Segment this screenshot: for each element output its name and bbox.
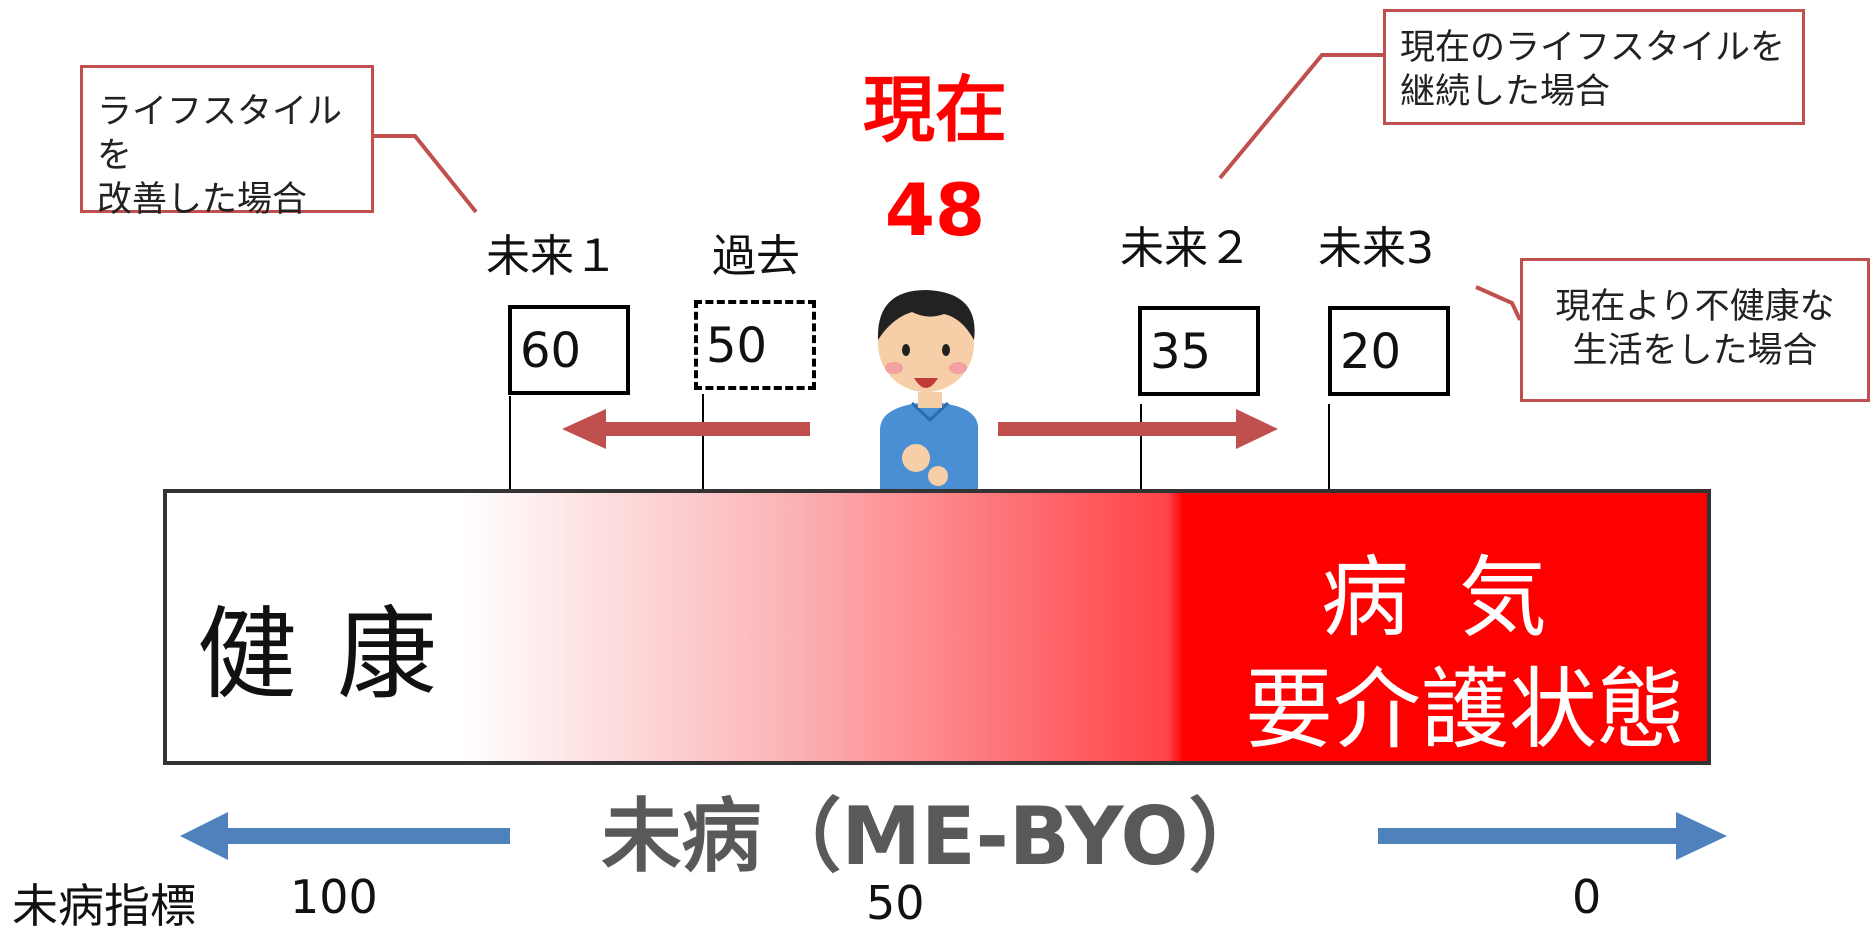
score-box-future3: 20 xyxy=(1328,306,1450,396)
callout-improve-line2: 改善した場合 xyxy=(97,180,308,220)
axis-value-middle: 50 xyxy=(866,876,925,930)
callout-unhealthy-connector xyxy=(1475,285,1522,321)
callout-continue-line2: 継続した場合 xyxy=(1400,72,1611,112)
callout-improve-connector xyxy=(374,134,478,214)
arrow-right xyxy=(998,409,1278,449)
score-box-future2: 35 xyxy=(1138,306,1260,396)
health-scale-bar: 健康 病気 要介護状態 xyxy=(163,489,1711,765)
current-value: 48 xyxy=(884,168,986,252)
mebyo-title: 未病（ME-BYO） xyxy=(601,790,1269,883)
disease-label: 病気 xyxy=(1320,546,1597,649)
marker-label-past: 過去 xyxy=(712,231,800,282)
healthy-label: 健康 xyxy=(197,596,477,713)
axis-arrow-left xyxy=(180,812,510,860)
callout-unhealthy-line1: 現在より不健康な xyxy=(1555,287,1835,327)
axis-value-right: 0 xyxy=(1572,870,1602,924)
callout-unhealthy-line2: 生活をした場合 xyxy=(1572,331,1818,371)
arrow-left xyxy=(562,409,810,449)
axis-name: 未病指標 xyxy=(12,879,196,933)
current-label: 現在 xyxy=(862,68,1007,152)
marker-label-future1: 未来１ xyxy=(486,231,618,282)
callout-continue-line1: 現在のライフスタイルを xyxy=(1400,28,1786,68)
care-state-label: 要介護状態 xyxy=(1244,658,1685,761)
marker-label-future2: 未来２ xyxy=(1120,223,1252,274)
axis-value-left: 100 xyxy=(290,870,378,924)
callout-continue-connector xyxy=(1218,53,1383,180)
callout-unhealthy: 現在より不健康な 生活をした場合 xyxy=(1520,258,1870,402)
marker-label-future3: 未来3 xyxy=(1318,223,1434,274)
callout-continue: 現在のライフスタイルを 継続した場合 xyxy=(1383,9,1805,125)
person-illustration xyxy=(877,290,979,490)
score-box-past: 50 xyxy=(694,300,816,390)
score-box-future1: 60 xyxy=(508,305,630,395)
axis-arrow-right xyxy=(1378,812,1727,860)
callout-improve: ライフスタイルを 改善した場合 xyxy=(80,65,374,220)
callout-improve-line1: ライフスタイルを xyxy=(97,92,343,176)
